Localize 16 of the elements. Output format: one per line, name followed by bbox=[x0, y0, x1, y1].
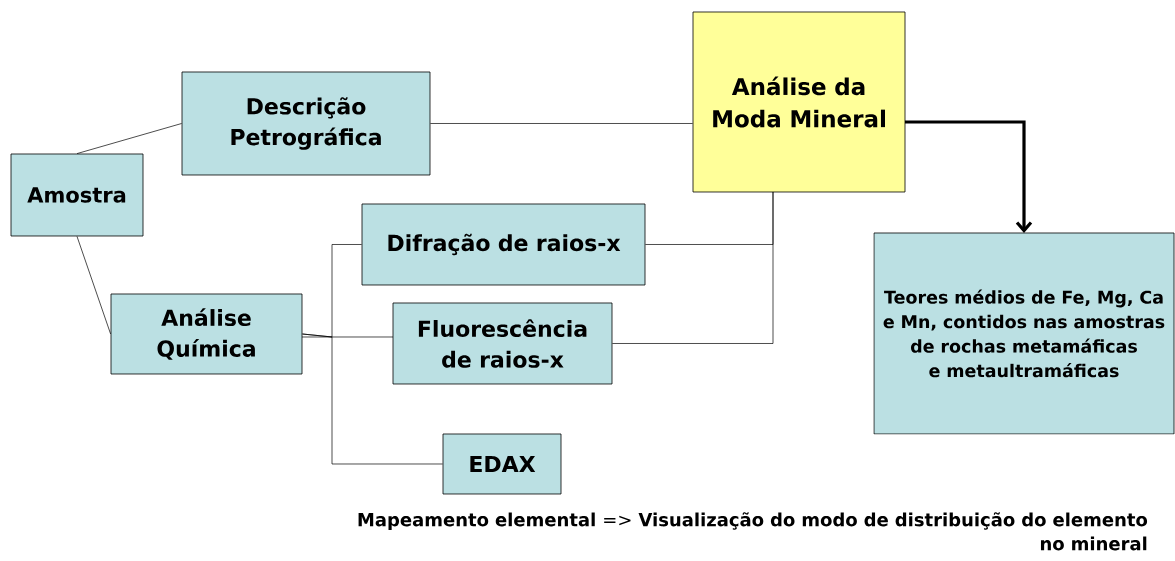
connector-line bbox=[612, 191, 774, 344]
process-box: EDAX bbox=[442, 433, 562, 495]
connector-line bbox=[76, 236, 111, 335]
connector-line bbox=[905, 120, 1033, 233]
connector-line bbox=[76, 123, 182, 154]
process-box: Fluorescência de raios-x bbox=[392, 302, 613, 385]
process-box: Difração de raios-x bbox=[361, 203, 646, 286]
connector-line bbox=[302, 333, 443, 465]
process-box: Análise da Moda Mineral bbox=[692, 11, 906, 193]
process-box: Teores médios de Fe, Mg, Ca e Mn, contidos nas amostras de rochas metamáficas e metaultramáficas bbox=[873, 232, 1175, 435]
process-box: Amostra bbox=[10, 153, 144, 237]
process-box: Descrição Petrográfica bbox=[181, 71, 431, 176]
note-text: Mapeamento elemental => Visualização do modo de distribuição do elemento no mineral bbox=[358, 512, 1148, 551]
connector-line bbox=[430, 123, 693, 124]
process-box: Análise Química bbox=[110, 293, 303, 375]
connector-line bbox=[301, 336, 394, 338]
